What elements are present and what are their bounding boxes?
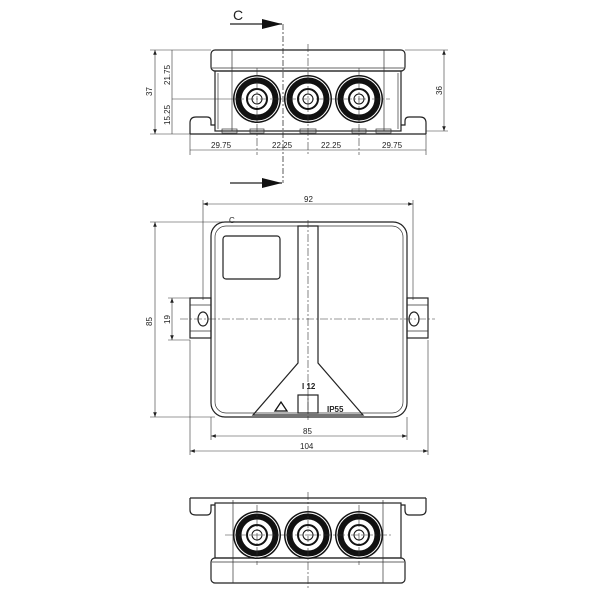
section-label-top: C <box>233 7 243 23</box>
dim-inner-width: 85 <box>303 427 312 436</box>
dim-overall-height: 37 <box>145 87 154 96</box>
label-window <box>222 235 281 280</box>
dim-lower-height: 15.25 <box>163 104 172 125</box>
dim-upper-height: 21.75 <box>163 64 172 85</box>
dim-height: 85 <box>145 317 154 326</box>
dim-spacing-4: 29.75 <box>382 141 403 150</box>
dim-spacing-1: 29.75 <box>211 141 232 150</box>
certification-icon <box>273 400 289 412</box>
dim-tab-height: 19 <box>163 315 172 324</box>
dim-spacing-2: 22.25 <box>272 141 293 150</box>
dim-spacing-3: 22.25 <box>321 141 342 150</box>
dim-overall-width: 104 <box>300 442 314 451</box>
section-mark: C <box>229 216 235 225</box>
section-arrow-icon <box>262 178 282 188</box>
plan-view: 92 C I 12 IP55 85 19 <box>145 195 435 455</box>
dim-right-height: 36 <box>435 86 444 95</box>
rear-elevation-view <box>189 492 427 590</box>
dim-top-width: 92 <box>304 195 313 204</box>
section-arrow-icon <box>262 19 282 29</box>
front-elevation-view: C <box>145 7 448 188</box>
label-type: I 12 <box>302 382 316 391</box>
ip-rating: IP55 <box>327 405 344 414</box>
